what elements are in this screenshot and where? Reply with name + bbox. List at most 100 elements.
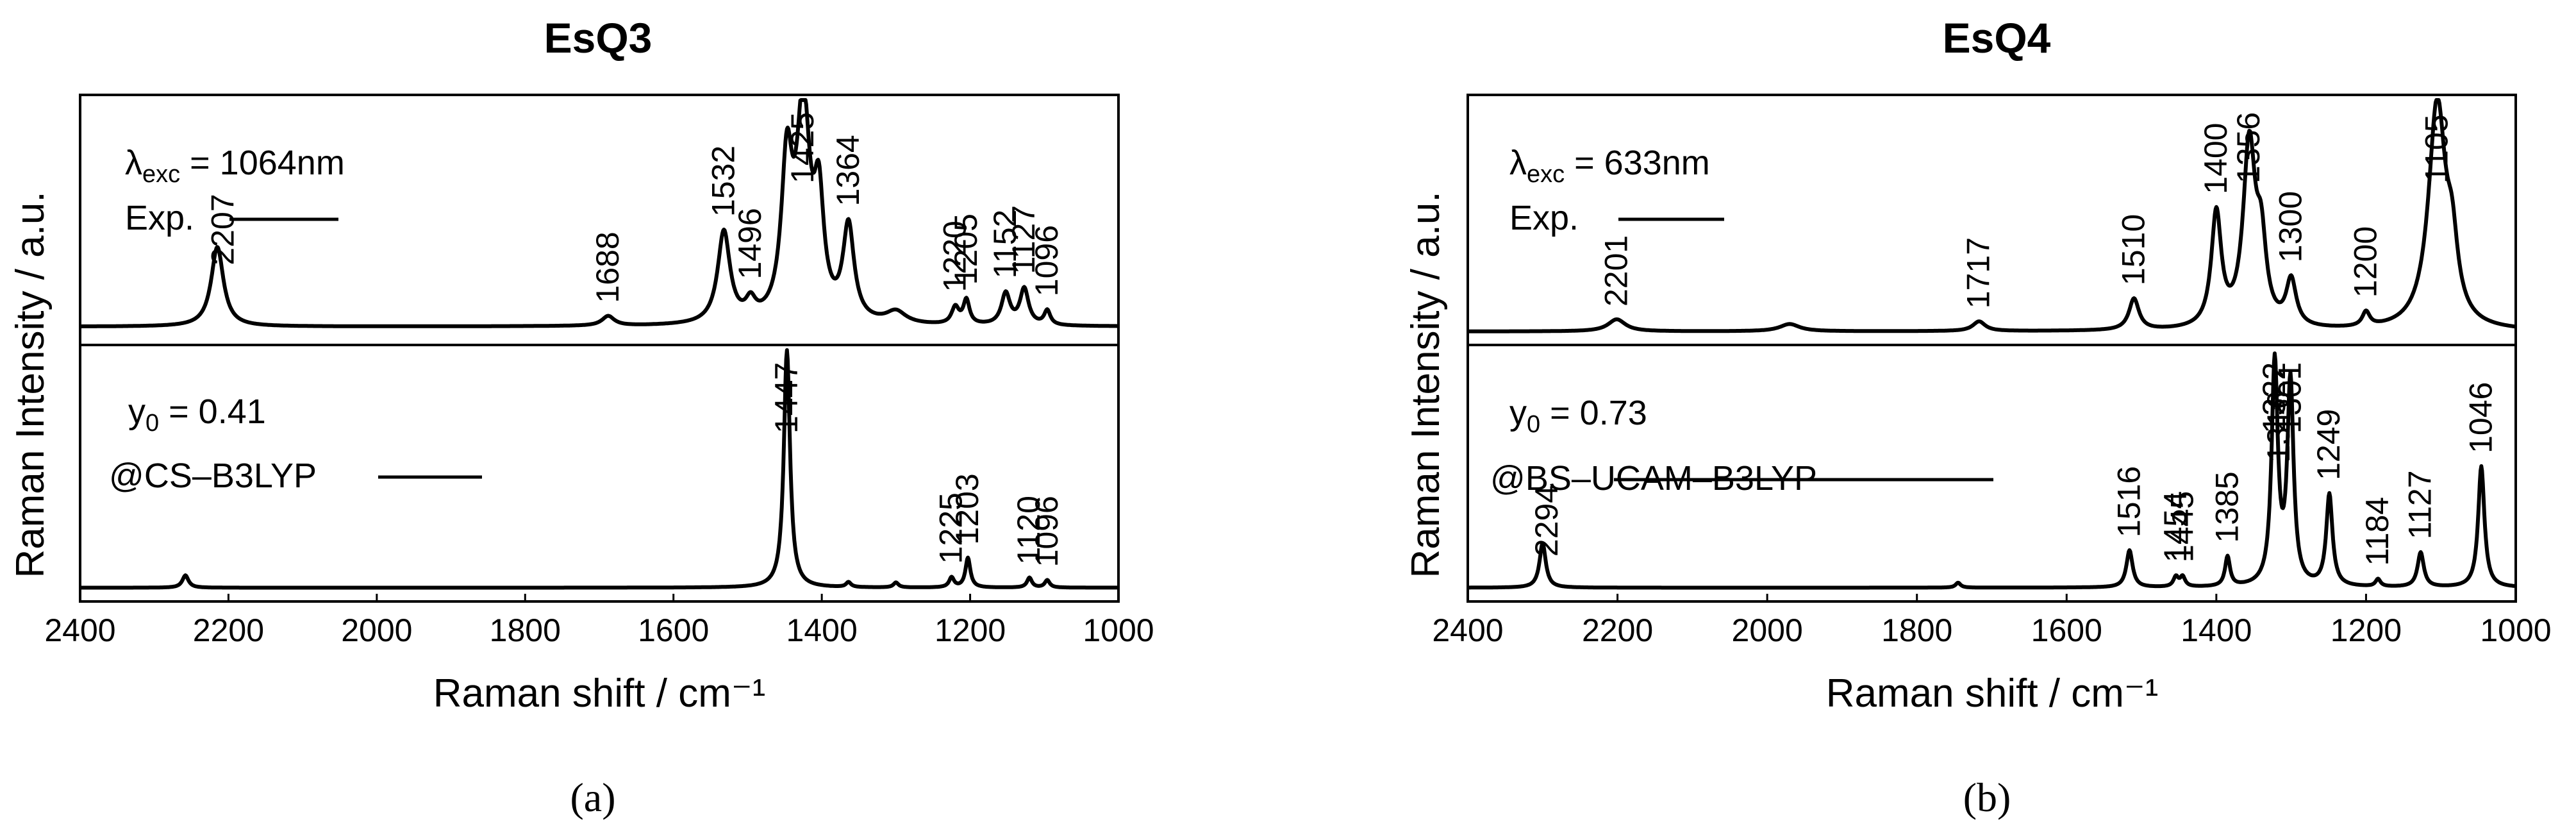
condition-label: y0 = 0.41 xyxy=(128,392,266,437)
peak-label-text: 1120 xyxy=(1011,496,1047,565)
y-axis-label: Raman Intensity / a.u. xyxy=(1404,191,1448,578)
x-tick-label: 1400 xyxy=(2181,612,2252,648)
peak-label-text: 1184 xyxy=(2359,497,2395,566)
peak-label: 1220 xyxy=(936,221,972,292)
peak-label-text: 1447 xyxy=(769,362,804,433)
peak-label-text: 1096 xyxy=(1029,225,1065,296)
peak-label-text: 1400 xyxy=(2198,123,2234,194)
peak-label-text: 1205 xyxy=(948,214,984,285)
peak-label: 1184 xyxy=(2359,497,2395,566)
x-axis-label: Raman shift / cm⁻¹ xyxy=(1826,671,2159,716)
peak-label-text: 1356 xyxy=(2231,112,2266,183)
peak-label: 1301 xyxy=(2272,362,2308,433)
peak-label: 1385 xyxy=(2209,471,2245,542)
x-axis-label: Raman shift / cm⁻¹ xyxy=(433,671,766,716)
peak-label-text: 1152 xyxy=(987,210,1023,279)
spectrum-trace xyxy=(1467,351,2517,590)
peak-label: 1127 xyxy=(2402,470,2438,539)
peak-label-text: 1364 xyxy=(830,135,866,206)
peak-label: 1532 xyxy=(705,146,741,217)
plot-frame-bottom xyxy=(79,344,1120,603)
peak-label-text: 1249 xyxy=(2311,409,2347,480)
peak-label: 1300 xyxy=(2273,191,2309,262)
peak-label: 2207 xyxy=(204,194,240,265)
peak-label: 1249 xyxy=(2311,409,2347,480)
peak-label: 1225 xyxy=(933,492,969,564)
peak-label: 1496 xyxy=(732,208,768,279)
chart-esq4: EsQ4 Raman Intensity / a.u. λexc = 633nm… xyxy=(1404,14,2552,820)
peak-label: 1510 xyxy=(2115,214,2151,285)
peak-label-text: 1316 xyxy=(2261,391,2297,462)
peak-label: 1096 xyxy=(1029,225,1065,296)
x-tick-label: 1200 xyxy=(2331,612,2402,648)
legend-label: @CS–B3LYP xyxy=(109,457,317,495)
chart-esq3: EsQ3 Raman Intensity / a.u. λexc = 1064n… xyxy=(8,14,1154,820)
peak-label: 2294 xyxy=(1529,485,1565,557)
x-tick-label: 2400 xyxy=(44,612,115,648)
x-tick-label: 2400 xyxy=(1432,612,1503,648)
x-tick-label: 2000 xyxy=(1732,612,1803,648)
condition-label: y0 = 0.73 xyxy=(1509,394,1647,438)
x-tick-label: 2000 xyxy=(341,612,412,648)
peak-label: 1400 xyxy=(2198,123,2234,194)
peak-label-text: 2201 xyxy=(1598,235,1634,307)
x-tick-label: 1600 xyxy=(2031,612,2102,648)
peak-label-text: 1454 xyxy=(2157,491,2193,562)
peak-label-text: 1127 xyxy=(1006,205,1042,274)
peak-label-text: 1717 xyxy=(1961,237,1997,308)
y-axis-label: Raman Intensity / a.u. xyxy=(8,191,53,578)
peak-label-text: 1105 xyxy=(2418,114,2454,183)
peak-label-text: 1200 xyxy=(2347,226,2383,298)
peak-label-text: 1516 xyxy=(2111,466,2147,537)
peak-label-text: 2207 xyxy=(204,194,240,265)
peak-label-text: 1496 xyxy=(732,208,768,279)
x-tick-label: 1400 xyxy=(786,612,858,648)
peak-label: 2201 xyxy=(1598,235,1634,307)
peak-label: 1688 xyxy=(590,231,626,303)
x-tick-label: 1800 xyxy=(1881,612,1952,648)
peak-label: 1203 xyxy=(949,473,985,544)
x-tick-label: 1800 xyxy=(490,612,561,648)
peak-label: 1316 xyxy=(2261,391,2297,462)
peak-label-text: 1301 xyxy=(2272,362,2308,433)
spectrum-trace xyxy=(1467,98,2517,333)
peak-label: 1447 xyxy=(769,362,804,433)
legend-label: Exp. xyxy=(1509,199,1579,237)
x-tick-label: 2200 xyxy=(193,612,264,648)
peak-label-text: 1688 xyxy=(590,231,626,303)
x-tick-label: 1000 xyxy=(1083,612,1154,648)
peak-label: 1322 xyxy=(2256,362,2292,433)
peak-label-text: 1203 xyxy=(949,473,985,544)
chart-title: EsQ4 xyxy=(1943,14,2051,62)
peak-label: 1516 xyxy=(2111,466,2147,537)
peak-label-text: 1300 xyxy=(2273,191,2309,262)
peak-label-text: 1425 xyxy=(785,112,820,183)
x-tick-label: 1600 xyxy=(638,612,709,648)
peak-label-text: 1220 xyxy=(936,221,972,292)
peak-label-text: 2294 xyxy=(1529,485,1565,557)
condition-label: λexc = 1064nm xyxy=(125,144,345,188)
peak-label: 1364 xyxy=(830,135,866,206)
peak-label: 1205 xyxy=(948,214,984,285)
peak-label: 1120 xyxy=(1011,496,1047,565)
condition-label: λexc = 633nm xyxy=(1509,144,1710,188)
peak-label-text: 1225 xyxy=(933,492,969,564)
y-axis-label-text: Raman Intensity / a.u. xyxy=(8,191,53,578)
figure-caption: (a) xyxy=(570,775,615,820)
peak-label: 1046 xyxy=(2463,382,2498,453)
peak-label-text: 1532 xyxy=(705,146,741,217)
peak-label: 1152 xyxy=(987,210,1023,279)
peak-label-text: 1510 xyxy=(2115,214,2151,285)
x-tick-label: 2200 xyxy=(1582,612,1653,648)
peak-label: 1425 xyxy=(785,112,820,183)
peak-label: 1454 xyxy=(2157,491,2193,562)
peak-label: 1105 xyxy=(2418,114,2454,183)
peak-label: 1096 xyxy=(1029,496,1065,567)
figure-caption: (b) xyxy=(1963,775,2011,820)
